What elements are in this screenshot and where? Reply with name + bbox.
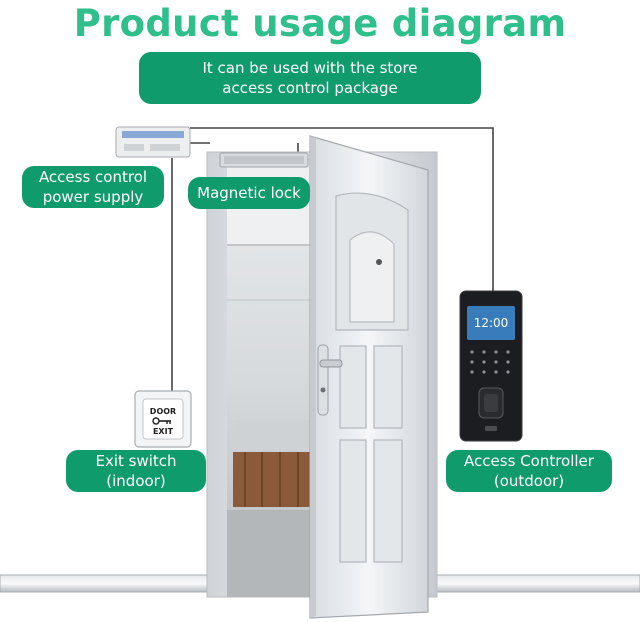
exit-switch-device: DOOR EXIT [134, 390, 192, 448]
label-access-controller: Access Controller (outdoor) [446, 450, 612, 492]
power-supply-line-1: Access control [38, 168, 148, 186]
subtitle-line-1: It can be used with the store [202, 59, 418, 77]
power-supply-line-2: power supply [42, 188, 144, 206]
label-exit-switch: Exit switch (indoor) [66, 450, 206, 492]
access-controller-device: 12:00 [459, 290, 523, 442]
exit-switch-line1: DOOR [150, 407, 176, 416]
magnetic-lock-device [219, 152, 309, 168]
key-icon [152, 417, 171, 425]
wires [171, 127, 494, 392]
access-controller-line-2: (outdoor) [493, 472, 565, 490]
subtitle-line-2: access control package [222, 79, 398, 97]
controller-screen-time: 12:00 [474, 316, 509, 330]
door-leaf [309, 135, 429, 619]
subtitle-banner: It can be used with the store access con… [139, 52, 481, 104]
exit-switch-label-line-1: Exit switch [95, 452, 177, 470]
power-supply-box [115, 126, 191, 158]
exit-switch-line2: EXIT [153, 427, 174, 436]
exit-switch-label-line-2: (indoor) [106, 472, 166, 490]
magnetic-lock-text: Magnetic lock [197, 184, 301, 202]
access-controller-line-1: Access Controller [464, 452, 594, 470]
diagram-title: Product usage diagram [73, 2, 567, 45]
label-power-supply: Access control power supply [22, 166, 164, 208]
keypad [470, 350, 510, 374]
label-magnetic-lock: Magnetic lock [188, 177, 310, 209]
